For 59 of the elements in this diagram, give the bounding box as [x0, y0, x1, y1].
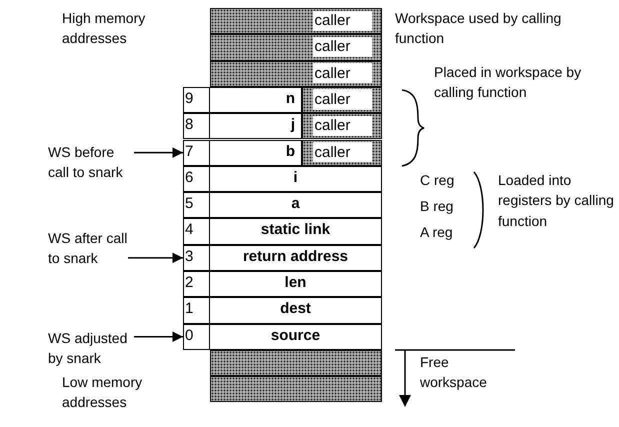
- slot-variable: dest: [279, 299, 312, 320]
- stack-slot: [183, 271, 382, 298]
- stack-slot: [183, 218, 382, 245]
- caller-slot: caller: [312, 36, 372, 58]
- annotation-text: Workspace used by calling function: [395, 9, 562, 48]
- shaded-slot: [210, 350, 382, 376]
- slot-number: 2: [184, 272, 210, 296]
- slot-variable: i: [292, 168, 299, 188]
- arrow: [134, 332, 183, 342]
- slot-variable: b: [284, 142, 296, 162]
- arrow: [134, 147, 183, 158]
- annotation-text: High memory addresses: [62, 9, 146, 48]
- pointer-label: WS adjusted by snark: [48, 329, 134, 369]
- caller-slot: caller: [312, 89, 372, 110]
- stack-slot: [183, 324, 382, 350]
- shaded-slot: [210, 8, 382, 34]
- pointer-label: WS before call to snark: [48, 143, 134, 187]
- shaded-slot: [210, 376, 382, 402]
- stack-slot: [183, 297, 382, 324]
- shaded-slot: [302, 140, 382, 166]
- shaded-slot: [302, 86, 382, 114]
- slot-number: 9: [184, 88, 210, 112]
- annotation-text: A reg: [420, 223, 454, 242]
- stack-slot: [183, 86, 302, 114]
- stack-slot: [183, 192, 382, 218]
- slot-number: 7: [184, 140, 210, 165]
- slot-variable: n: [284, 88, 296, 109]
- shaded-slot: [210, 60, 382, 87]
- caller-slot: caller: [312, 116, 372, 136]
- caller-slot: caller: [312, 63, 372, 84]
- annotation-text: B reg: [420, 197, 454, 216]
- shaded-slot: [210, 34, 382, 61]
- annotation-text: Placed in workspace by calling function: [434, 63, 582, 102]
- caller-slot: caller: [312, 10, 372, 31]
- slot-number: 1: [184, 298, 210, 323]
- slot-variable: static link: [260, 220, 332, 240]
- slot-variable: return address: [242, 246, 350, 267]
- arrow: [128, 252, 183, 264]
- slot-variable: a: [290, 194, 301, 214]
- shaded-slot: [302, 113, 382, 140]
- pointer-label: WS after call to snark: [48, 229, 128, 273]
- slot-variable: len: [284, 273, 308, 293]
- annotation-text: C reg: [420, 171, 456, 190]
- slot-variable: j: [290, 115, 296, 136]
- slot-number: 8: [184, 114, 210, 138]
- slot-number: 4: [184, 219, 210, 244]
- annotation-text: Loaded into registers by calling function: [498, 171, 615, 231]
- annotation-text: Low memory addresses: [62, 373, 144, 412]
- slot-number: 0: [184, 324, 210, 349]
- slot-number: 5: [184, 193, 210, 218]
- slot-number: 3: [184, 246, 210, 270]
- caller-slot: caller: [312, 142, 372, 162]
- annotation-text: Free workspace: [420, 353, 488, 392]
- slot-number: 6: [184, 166, 210, 192]
- stack-slot: [183, 113, 302, 140]
- stack-slot: [183, 140, 302, 166]
- stack-slot: [183, 244, 382, 271]
- stack-slot: [183, 166, 382, 192]
- slot-variable: source: [270, 326, 322, 346]
